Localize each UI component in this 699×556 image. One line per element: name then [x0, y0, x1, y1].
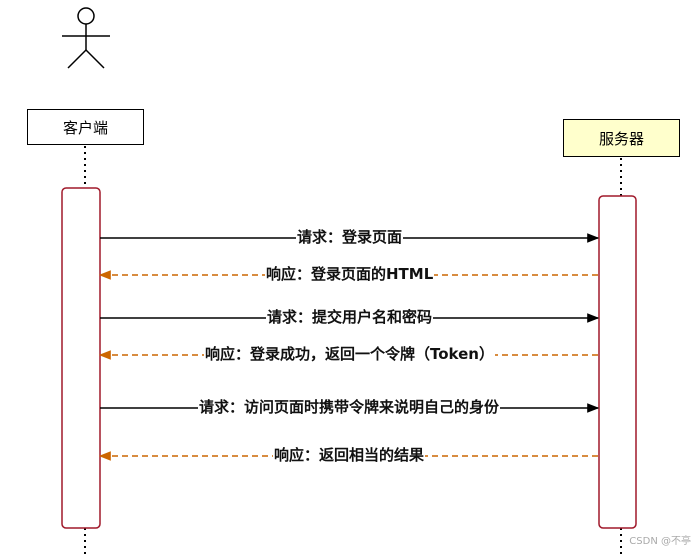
user-actor-icon	[62, 7, 110, 69]
message-label-result-response: 响应：返回相当的结果	[273, 446, 426, 464]
watermark: CSDN @不亭	[629, 536, 691, 547]
client-activation-bar	[61, 187, 101, 529]
client-actor-box: 客户端	[27, 109, 144, 145]
server-actor-box: 服务器	[563, 119, 680, 157]
message-label-token-response: 响应：登录成功，返回一个令牌（Token）	[204, 345, 495, 363]
server-activation-bar	[598, 195, 637, 529]
message-label-login-page-request: 请求：登录页面	[296, 228, 404, 246]
message-label-submit-credentials-request: 请求：提交用户名和密码	[266, 308, 434, 326]
server-label: 服务器	[598, 129, 644, 148]
message-label-login-page-response: 响应：登录页面的HTML	[265, 265, 435, 283]
message-label-token-request: 请求：访问页面时携带令牌来说明自己的身份	[198, 398, 501, 416]
client-label: 客户端	[62, 118, 108, 137]
